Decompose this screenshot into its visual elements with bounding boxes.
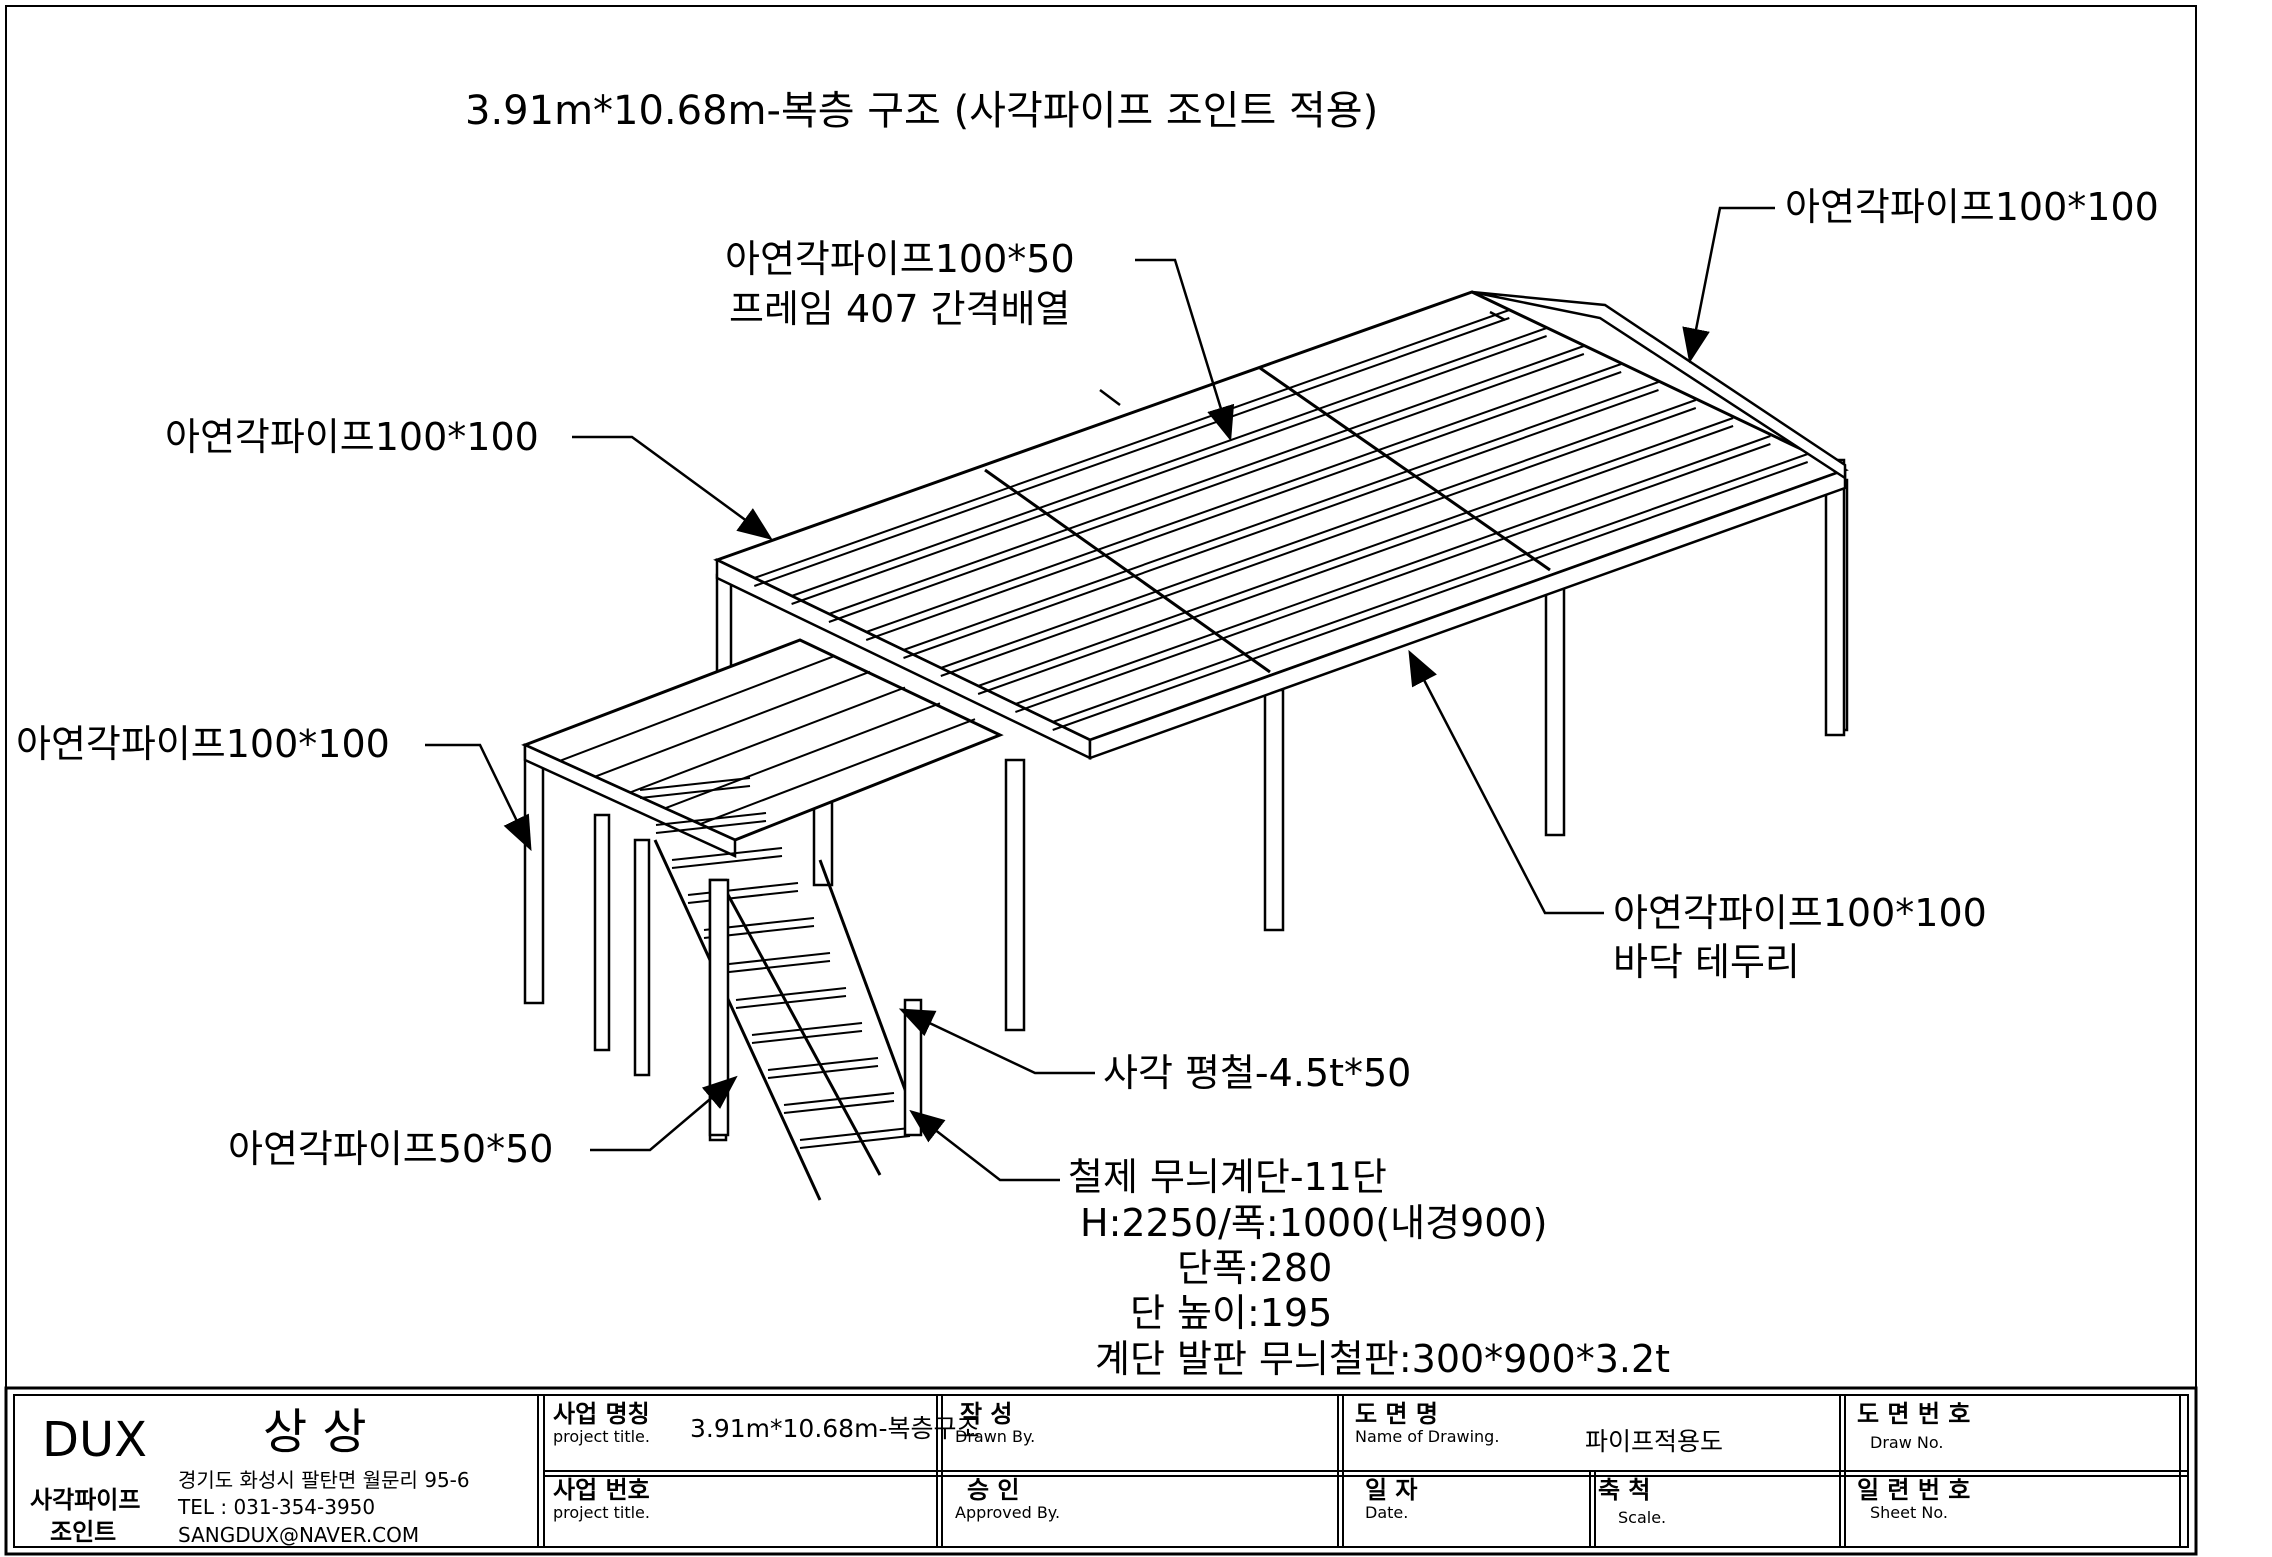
callout-floor-edge-line2: 바닥 테두리	[1613, 940, 1800, 984]
stair-tread	[751, 1022, 863, 1036]
main-deck	[713, 290, 1849, 760]
main-posts	[715, 458, 1849, 1032]
lower-joist	[559, 654, 836, 762]
drawing-no-sub: Draw No.	[1870, 1433, 1943, 1452]
sheet-no-sub: Sheet No.	[1870, 1503, 1948, 1522]
joist	[1015, 435, 1771, 705]
project-no-sub: project title.	[553, 1503, 650, 1522]
company-sub-line1: 사각파이프	[30, 1486, 140, 1514]
callout-flat-bar: 사각 평철-4.5t*50	[1103, 1051, 1411, 1095]
scale-sub: Scale.	[1618, 1508, 1666, 1527]
lower-deck	[521, 638, 1004, 1142]
stair-tread-edge	[735, 995, 847, 1009]
sheet-border	[5, 5, 2197, 1555]
stair-tread	[655, 812, 767, 826]
stair-tread-edge	[719, 960, 831, 974]
callout-stair-line3: 단폭:280	[1177, 1246, 1332, 1290]
joist-edge	[828, 353, 1585, 623]
project-no-label: 사업 번호	[553, 1476, 650, 1504]
project-name-sub: project title.	[553, 1427, 650, 1446]
callout-left-upper-beam: 아연각파이프100*100	[165, 415, 539, 459]
callout-stair-line2: H:2250/폭:1000(내경900)	[1080, 1201, 1547, 1245]
date-label: 일 자	[1365, 1476, 1418, 1504]
company-name: DUX	[42, 1412, 147, 1468]
drawing-name-sub: Name of Drawing.	[1355, 1427, 1499, 1446]
drawn-by-sub: Drawn By.	[955, 1427, 1035, 1446]
stair-tread	[687, 882, 799, 896]
stair-tread-edge	[639, 785, 751, 799]
company-sub-line2: 조인트	[50, 1518, 116, 1546]
joist-edge	[940, 407, 1697, 677]
callout-joist-line1: 아연각파이프100*50	[725, 237, 1075, 281]
joist-edge	[865, 371, 1622, 641]
callout-post-small: 아연각파이프50*50	[228, 1127, 553, 1171]
callout-stair-line5: 계단 발판 무늬철판:300*900*3.2t	[1095, 1337, 1670, 1381]
stair-tread-edge	[671, 855, 783, 869]
stair-tread	[671, 847, 783, 861]
stair-tread-edge	[751, 1030, 863, 1044]
callout-left-lower-beam: 아연각파이프100*100	[16, 722, 390, 766]
callout-top-right-beam: 아연각파이프100*100	[1785, 185, 2159, 229]
joist-edge	[903, 389, 1659, 659]
joist	[977, 417, 1734, 687]
callout-leaders	[425, 206, 1775, 1182]
joist	[865, 363, 1622, 633]
joist	[828, 345, 1585, 615]
stair-tread-edge	[687, 890, 799, 904]
stair-tread-edge	[655, 820, 767, 834]
date-sub: Date.	[1365, 1503, 1408, 1522]
approved-by-label: 승 인	[967, 1476, 1020, 1504]
title-block-text: DUX 상 상 사각파이프 조인트 경기도 화성시 팔탄면 월문리 95-6 T…	[30, 1400, 1970, 1547]
stair-tread	[783, 1092, 895, 1106]
company-name-korean: 상 상	[263, 1404, 367, 1460]
sheet-no-label: 일 련 번 호	[1857, 1476, 1970, 1504]
company-email: SANGDUX@NAVER.COM	[178, 1523, 419, 1547]
drawing-title: 3.91m*10.68m-복층 구조 (사각파이프 조인트 적용)	[465, 88, 1378, 134]
drawing-no-label: 도 면 번 호	[1857, 1400, 1970, 1428]
project-name-label: 사업 명칭	[553, 1400, 650, 1428]
scale-label: 축 척	[1598, 1476, 1651, 1504]
stair-tread	[767, 1057, 879, 1071]
project-name-value: 3.91m*10.68m-복층구조	[690, 1414, 979, 1443]
joist	[940, 399, 1697, 669]
stair-tread-edge	[767, 1065, 879, 1079]
callout-labels: 아연각파이프100*50 프레임 407 간격배열 아연각파이프100*100 …	[16, 185, 2159, 1381]
company-address: 경기도 화성시 팔탄면 월문리 95-6	[178, 1468, 470, 1492]
joist-edge	[753, 317, 1510, 587]
lower-joist	[629, 686, 906, 794]
joist	[903, 381, 1659, 651]
joist-edge	[1052, 461, 1809, 731]
company-tel: TEL : 031-354-3950	[177, 1495, 375, 1519]
drawn-by-label: 작 성	[960, 1400, 1013, 1428]
stair-tread	[719, 952, 831, 966]
callout-stair-line4: 단 높이:195	[1130, 1291, 1332, 1335]
title-block	[4, 1386, 2198, 1556]
joist	[1052, 453, 1809, 723]
stair-tread-edge	[799, 1135, 911, 1149]
callout-floor-edge-line1: 아연각파이프100*100	[1613, 891, 1987, 935]
lower-joist	[594, 670, 871, 778]
joist	[753, 309, 1510, 579]
callout-joist-line2: 프레임 407 간격배열	[729, 287, 1070, 331]
joist-edge	[791, 335, 1547, 605]
joist-edge	[1015, 443, 1771, 713]
joist-edge	[977, 425, 1734, 695]
joist	[791, 327, 1547, 597]
stair-tread	[735, 987, 847, 1001]
stair-tread	[639, 777, 751, 791]
callout-stair-line1: 철제 무늬계단-11단	[1068, 1155, 1387, 1199]
drawing-name-label: 도 면 명	[1355, 1400, 1438, 1428]
stair	[639, 777, 923, 1201]
drawing-name-value: 파이프적용도	[1585, 1427, 1723, 1456]
stair-tread	[799, 1127, 911, 1141]
stair-tread-edge	[783, 1100, 895, 1114]
approved-by-sub: Approved By.	[955, 1503, 1060, 1522]
mezzanine-structure	[521, 290, 1849, 1201]
lower-joist	[699, 718, 976, 826]
